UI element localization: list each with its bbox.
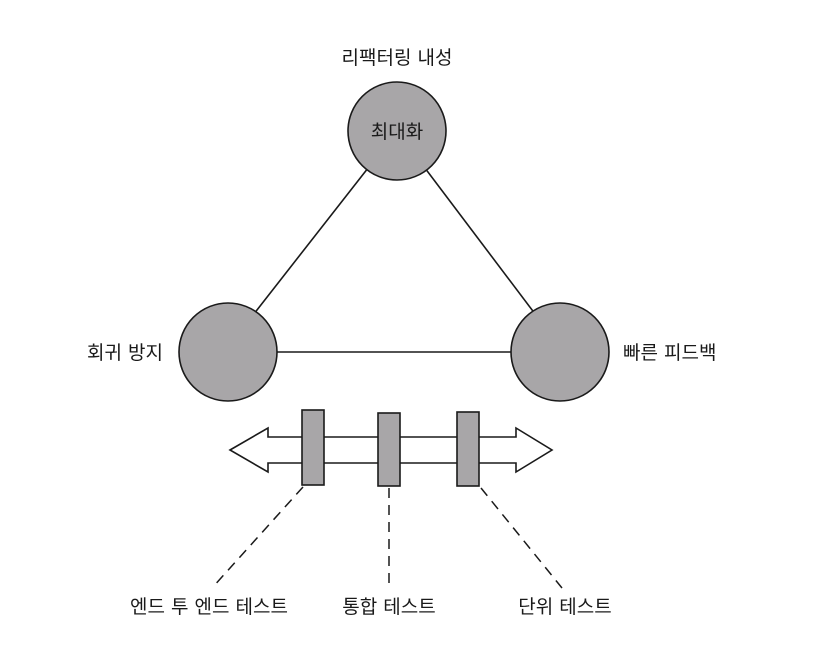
marker-end-to-end-label: 엔드 투 엔드 테스트 — [130, 596, 288, 618]
marker-unit — [456, 411, 480, 487]
node-right-circle — [510, 302, 610, 402]
marker-unit-label: 단위 테스트 — [518, 596, 611, 618]
marker-end-to-end — [301, 409, 325, 486]
marker-integration-label: 통합 테스트 — [342, 596, 435, 618]
node-left-circle — [178, 302, 278, 402]
node-right-label: 빠른 피드백 — [623, 342, 716, 364]
node-top-outer-label: 리팩터링 내성 — [342, 47, 453, 69]
leader-end-to-end — [211, 486, 304, 589]
node-top-inner-label: 최대화 — [371, 121, 423, 143]
leader-unit — [480, 487, 563, 589]
marker-integration — [377, 412, 401, 487]
node-left-label: 회귀 방지 — [87, 342, 163, 364]
node-top-circle — [347, 81, 447, 181]
